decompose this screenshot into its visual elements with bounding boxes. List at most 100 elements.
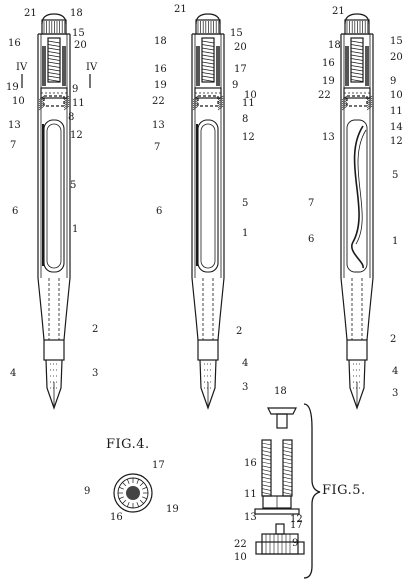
thread [282, 457, 293, 461]
thread-line [47, 51, 61, 54]
hatch [366, 101, 373, 107]
fig5-label: 12 [290, 514, 303, 525]
grip [346, 339, 368, 361]
fig3-label: 3 [392, 388, 398, 399]
plunger-seat [197, 95, 219, 107]
hatch [366, 97, 373, 103]
fig1-label: 2 [92, 324, 98, 335]
thread [282, 454, 293, 457]
fig3-label: 10 [390, 90, 403, 101]
hatch [341, 95, 348, 101]
hatch [341, 103, 348, 109]
thread-line [201, 47, 215, 51]
thread-shell-right [62, 46, 66, 86]
thread-line [350, 61, 364, 65]
hatch [63, 95, 70, 101]
fig5-label: 22 [234, 539, 247, 550]
section-left [340, 277, 348, 341]
thread-line [47, 47, 61, 51]
hatch [366, 95, 373, 101]
hatch [341, 101, 348, 107]
hatch [192, 97, 199, 103]
fig3-label: 1 [392, 236, 398, 247]
fig1-label: 18 [70, 8, 83, 19]
section-right [63, 277, 71, 341]
hatch [192, 99, 199, 105]
thread [261, 454, 272, 457]
fig3-label: 2 [390, 334, 396, 345]
thread [282, 480, 293, 484]
thread-line [47, 65, 61, 68]
hatch [63, 97, 70, 103]
fig2-label: 17 [234, 64, 247, 75]
fig2-label: 4 [242, 358, 248, 369]
thread-line [201, 72, 215, 75]
thread-shell-left [345, 46, 349, 86]
hatch [38, 101, 45, 107]
ring-hatch [136, 479, 140, 484]
thread-line [350, 79, 364, 82]
fig4-label: 16 [110, 512, 123, 523]
thread [261, 484, 272, 488]
hatch [38, 99, 45, 105]
pen-drawings [21, 13, 374, 410]
ring-hatch [119, 486, 124, 490]
fig3-label: 19 [322, 76, 335, 87]
section-mark: IV [86, 62, 98, 73]
fig5-label: 17 [290, 520, 303, 531]
section-right [366, 277, 374, 341]
hatch [366, 99, 373, 105]
thread [282, 476, 293, 480]
thread-line [47, 68, 61, 72]
part-18-stem [276, 413, 288, 429]
screw-rod [201, 37, 215, 83]
hatch [366, 105, 373, 111]
fig2-label: 18 [154, 36, 167, 47]
fig1-label: 9 [72, 84, 78, 95]
hatch [341, 105, 348, 111]
thread-line [47, 58, 61, 61]
thread [261, 488, 272, 491]
screw-rod [350, 37, 364, 83]
hatch [366, 103, 373, 109]
thread-line [350, 58, 364, 61]
part-10-flange [255, 541, 305, 555]
thread [282, 488, 293, 491]
fig1-label: 10 [12, 96, 25, 107]
fig5-label: 10 [234, 552, 247, 563]
fig2-label: 9 [232, 80, 238, 91]
thread-line [47, 54, 61, 58]
fig2-label: 5 [242, 198, 248, 209]
hatch [341, 97, 348, 103]
thread [261, 461, 272, 465]
ring-hatch [139, 482, 144, 487]
fig1-label: 11 [72, 98, 85, 109]
fig3-label: 4 [392, 366, 398, 377]
outer-ring [113, 473, 153, 513]
hatch [341, 99, 348, 105]
fig2-label: 20 [234, 42, 247, 53]
fig2-label: 13 [152, 120, 165, 131]
fig2-label: 16 [154, 64, 167, 75]
ring-hatch [136, 502, 140, 507]
fig3-label: 12 [390, 136, 403, 147]
thread-shell-right [216, 46, 220, 86]
nib [348, 359, 366, 410]
pen-fig3 [340, 13, 374, 410]
fig1-label: 1 [72, 224, 78, 235]
fig3-label: 11 [390, 106, 403, 117]
thread-line [201, 65, 215, 68]
thread [261, 492, 272, 495]
fig2-label: 21 [174, 4, 187, 15]
thread [282, 484, 293, 488]
fig2-label: 6 [156, 206, 162, 217]
thread [282, 473, 293, 476]
fig2-label: 11 [242, 98, 255, 109]
thread-line [350, 68, 364, 72]
hatch [192, 101, 199, 107]
pen-fig2 [191, 13, 225, 410]
thread-line [350, 44, 364, 47]
fig3-label: 6 [308, 234, 314, 245]
ring-hatch [142, 496, 147, 500]
